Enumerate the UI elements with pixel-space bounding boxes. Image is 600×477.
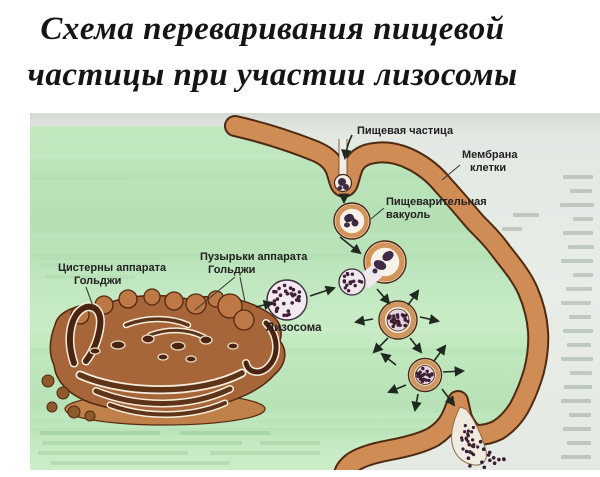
label-golgi-vesicles-line1: Пузырьки аппарата — [200, 251, 308, 263]
label-food-particle: Пищевая частица — [357, 125, 454, 137]
pointer-vesicles-left — [194, 276, 236, 311]
arrow-sec2-up-left — [380, 352, 397, 366]
arrow-sec2-left — [387, 384, 407, 394]
label-digestive-vacuole-line1: Пищеварительная — [386, 196, 487, 208]
food-particle-blob — [337, 178, 349, 190]
label-golgi-cisterns-line1: Цистерны аппарата — [58, 262, 167, 274]
golgi-free-vesicles — [41, 374, 96, 422]
label-digestive-vacuole-line2: вакуоль — [386, 209, 431, 221]
label-golgi-cisterns-line2: Гольджи — [74, 275, 121, 287]
golgi-cisternae-ribbons — [65, 302, 280, 418]
arrow-sec2-to-funnel — [441, 388, 456, 407]
arrow-food-into-pit — [341, 134, 353, 161]
arrow-sec2-right — [442, 366, 466, 377]
pointer-vacuole — [370, 207, 385, 220]
arrow-sec1-down-right — [409, 337, 423, 354]
golgi-lumen-ovals — [89, 334, 239, 363]
process-arrows — [255, 134, 466, 413]
page-bleed-through-right — [502, 175, 594, 459]
page-title: Схема переваривания пищевой частицы при … — [0, 6, 545, 98]
digestive-vacuole — [333, 202, 371, 240]
arrow-sec1-up-right — [407, 289, 420, 306]
arrow-golgi-to-lysosome — [255, 299, 275, 311]
label-golgi-vesicles-line2: Гольджи — [208, 264, 255, 276]
label-membrane-line1: Мембрана — [462, 149, 518, 161]
diagram-labels: Пищевая частица Мембрана клетки Пищевари… — [58, 125, 518, 334]
arrow-sec2-down — [411, 393, 422, 413]
fusion-food-particles — [372, 250, 394, 274]
exocytosis-funnel — [451, 406, 506, 470]
arrow-sec1-left — [353, 315, 374, 326]
lysosome-vacuole-fusion — [338, 240, 407, 296]
title-line-1: Схема переваривания пищевой — [40, 11, 505, 47]
arrow-sec1-down-left — [372, 337, 389, 354]
pointer-membrane — [441, 164, 461, 181]
arrow-sec2-up-right — [433, 344, 447, 362]
label-lysosome: Лизосома — [266, 322, 322, 334]
title-line-2: частицы при участии лизосомы — [27, 57, 518, 93]
arrow-sec1-right — [419, 314, 441, 325]
pointer-cisterns — [85, 286, 95, 310]
arrow-fusion-to-secondary-1 — [376, 288, 391, 305]
primary-lysosome — [266, 279, 308, 321]
label-pointer-lines — [85, 164, 461, 311]
label-membrane-line2: клетки — [470, 162, 506, 174]
arrow-lysosome-to-fusion — [309, 285, 336, 297]
golgi-apparatus — [41, 288, 286, 426]
secondary-lysosome-2 — [407, 357, 443, 393]
arrow-vacuole-to-fusion — [339, 236, 362, 255]
pointer-vesicles-right — [239, 276, 246, 303]
cell-diagram-svg: Пищевая частица Мембрана клетки Пищевари… — [30, 113, 600, 470]
secondary-lysosome-1 — [378, 300, 418, 340]
cell-diagram-figure: Пищевая частица Мембрана клетки Пищевари… — [30, 113, 600, 470]
